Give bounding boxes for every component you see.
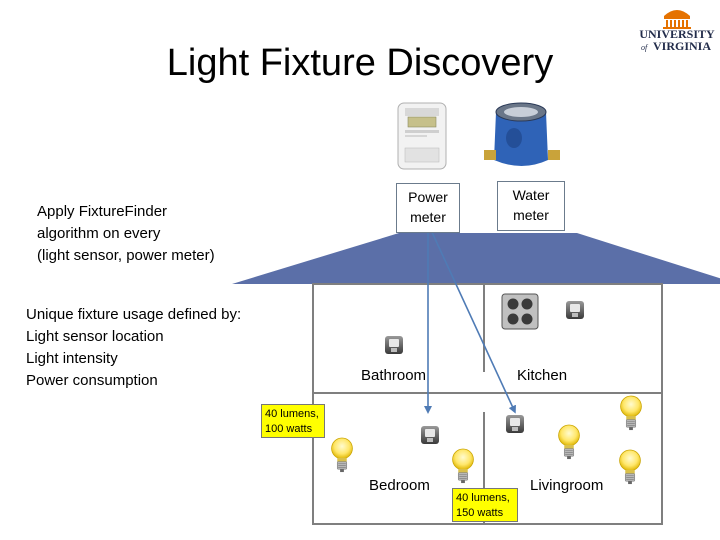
light-sensor-icon — [506, 415, 524, 433]
algorithm-line-3: (light sensor, power meter) — [37, 247, 215, 264]
algorithm-line-1: Apply FixtureFinder — [37, 203, 168, 220]
callout-bedroom-fixture: 40 lumens, 100 watts — [261, 404, 325, 438]
logo-line1: UNIVERSITY — [639, 27, 715, 41]
power-meter-label-line1: Power — [408, 189, 448, 205]
algorithm-description: Apply FixtureFinder algorithm on every (… — [37, 201, 215, 267]
light-bulb-icon — [558, 424, 580, 460]
light-sensor-icon — [385, 336, 403, 354]
logo-of: of — [641, 43, 649, 52]
room-label-livingroom: Livingroom — [530, 477, 604, 494]
usage-line-3: Light intensity — [26, 350, 118, 367]
callout-right-line1: 40 lumens, — [456, 492, 510, 504]
logo-line2: VIRGINIA — [653, 39, 711, 53]
usage-line-4: Power consumption — [26, 372, 158, 389]
light-bulb-icon — [331, 437, 353, 473]
water-meter-label-line2: meter — [513, 207, 549, 223]
light-sensor-icon — [566, 301, 584, 319]
water-meter-label: Water meter — [497, 181, 565, 231]
light-bulb-icon — [619, 449, 641, 485]
callout-right-line2: 150 watts — [456, 507, 504, 519]
callout-living-fixture: 40 lumens, 150 watts — [452, 488, 518, 522]
stove-icon — [501, 293, 539, 330]
light-bulb-icon — [452, 448, 474, 484]
arrow-to-kitchen — [430, 229, 516, 414]
usage-description: Unique fixture usage defined by: Light s… — [26, 304, 241, 392]
power-meter-label: Power meter — [396, 183, 460, 233]
usage-line-2: Light sensor location — [26, 328, 164, 345]
power-meter-icon — [397, 102, 447, 170]
light-bulb-icon — [620, 395, 642, 431]
usage-line-1: Unique fixture usage defined by: — [26, 306, 242, 323]
university-logo: UNIVERSITY of VIRGINIA — [639, 10, 715, 53]
room-label-bedroom: Bedroom — [369, 477, 430, 494]
callout-left-line2: 100 watts — [265, 423, 313, 435]
algorithm-line-2: algorithm on every — [37, 225, 161, 242]
water-meter-icon — [484, 102, 560, 166]
light-sensor-icon — [421, 426, 439, 444]
room-label-bathroom: Bathroom — [361, 367, 427, 384]
page-title: Light Fixture Discovery — [166, 42, 554, 84]
house-roof — [232, 233, 720, 284]
power-meter-label-line2: meter — [410, 209, 446, 225]
callout-left-line1: 40 lumens, — [265, 408, 319, 420]
room-label-kitchen: Kitchen — [517, 367, 568, 384]
water-meter-label-line1: Water — [512, 187, 550, 203]
